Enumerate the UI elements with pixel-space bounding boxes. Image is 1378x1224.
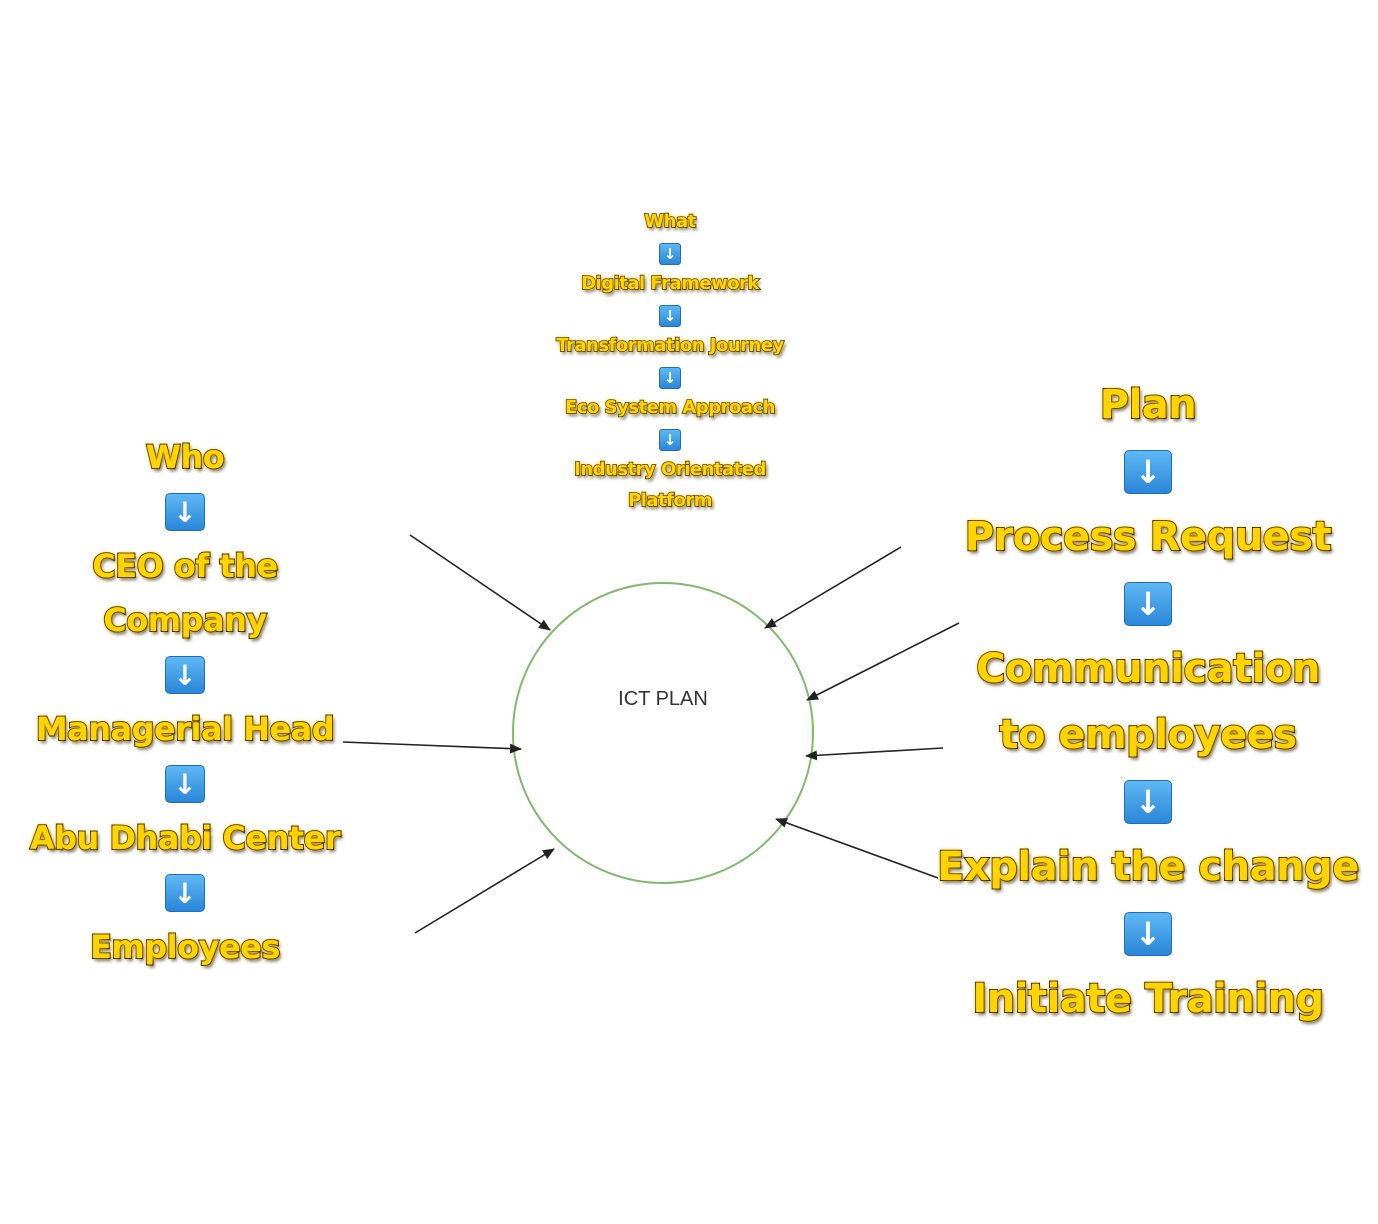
plan-item-initiate-training: Initiate Training [971, 975, 1325, 1023]
arrow-right-2 [806, 622, 960, 701]
who-item-ceo: CEO of the Company [91, 546, 279, 640]
arrow-left-bottom [414, 848, 555, 934]
ict-plan-circle [512, 582, 814, 884]
down-arrow-icon: ↓ [659, 429, 681, 451]
who-item-employees: Employees [89, 927, 281, 967]
what-item-eco-system-approach: Eco System Approach [564, 396, 776, 419]
what-item-industry-orientated-platform: Industry Orientated Platform [573, 458, 767, 512]
down-arrow-icon: ↓ [165, 493, 205, 531]
who-item-managerial-head: Managerial Head [35, 709, 336, 749]
down-arrow-icon: ↓ [165, 765, 205, 803]
down-arrow-icon: ↓ [165, 874, 205, 912]
down-arrow-icon: ↓ [659, 243, 681, 265]
down-arrow-icon: ↓ [1124, 912, 1172, 956]
what-item-transformation-journey: Transformation Journey [555, 334, 785, 357]
plan-heading: Plan [1099, 381, 1198, 429]
arrow-left-middle [342, 741, 522, 754]
down-arrow-icon: ↓ [659, 305, 681, 327]
what-heading: What [644, 210, 697, 233]
plan-item-communication: Communication to employees [975, 645, 1321, 759]
ict-plan-label: ICT PLAN [618, 688, 708, 710]
plan-item-process-request: Process Request [964, 513, 1333, 561]
arrow-right-3 [805, 747, 944, 761]
who-stack: Who ↓ CEO of the Company ↓ Managerial He… [20, 430, 350, 974]
what-item-digital-framework: Digital Framework [580, 272, 760, 295]
down-arrow-icon: ↓ [1124, 450, 1172, 494]
who-heading: Who [145, 437, 226, 477]
down-arrow-icon: ↓ [165, 656, 205, 694]
plan-item-explain-change: Explain the change [936, 843, 1360, 891]
down-arrow-icon: ↓ [1124, 582, 1172, 626]
arrow-right-1 [764, 546, 902, 629]
what-stack: What ↓ Digital Framework ↓ Transformatio… [500, 206, 840, 516]
down-arrow-icon: ↓ [659, 367, 681, 389]
down-arrow-icon: ↓ [1124, 780, 1172, 824]
who-item-abu-dhabi-center: Abu Dhabi Center [29, 818, 342, 858]
arrow-right-4 [775, 818, 939, 879]
arrow-left-top [409, 534, 551, 631]
plan-stack: Plan ↓ Process Request ↓ Communication t… [936, 372, 1360, 1032]
